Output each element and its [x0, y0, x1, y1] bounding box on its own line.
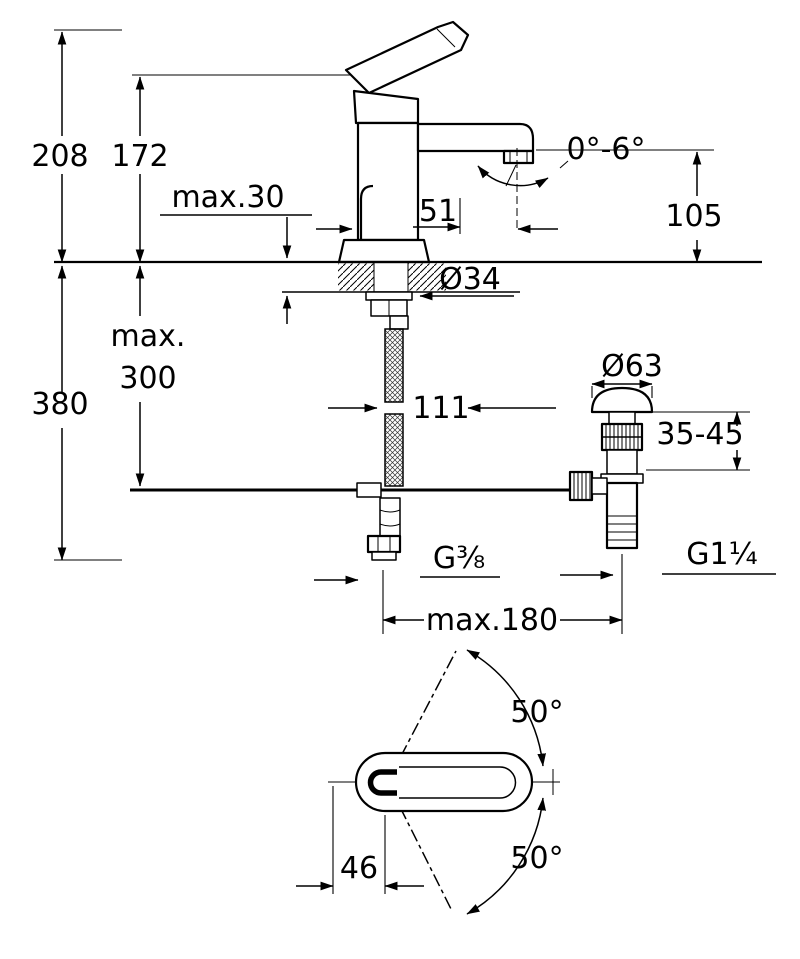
dim-35-45: 35-45	[646, 411, 750, 471]
dim-105-label: 105	[665, 199, 722, 234]
dim-51-label: 51	[419, 194, 457, 229]
supply-fitting-lines	[377, 536, 391, 552]
swivel-arc-upper	[466, 649, 546, 767]
waste-stem	[608, 411, 636, 425]
washer	[365, 291, 413, 301]
dim-111-label: 111	[412, 391, 469, 426]
dim-50-upper-label: 50°	[510, 695, 563, 730]
dim-swivel-angles: 50° 50°	[510, 695, 563, 876]
supply-hose	[366, 328, 404, 561]
dim-380: 380	[31, 265, 122, 561]
dim-hole-diameter: Ø34	[419, 262, 514, 301]
dim-172: 172	[111, 74, 350, 263]
dim-supply-thread: G³⁄₈	[314, 541, 500, 585]
pull-rod	[359, 184, 374, 240]
dim-max300: max. 300	[111, 265, 186, 487]
aerator-lines	[509, 151, 528, 163]
faucet-base	[337, 238, 431, 264]
swivel-arc-lower	[466, 797, 546, 915]
dim-d63-label: Ø63	[601, 349, 663, 384]
shank-fitting	[389, 315, 409, 330]
hose-flex-lines	[379, 509, 401, 527]
dim-g38-label: G³⁄₈	[433, 541, 485, 576]
supply-fitting-end	[371, 551, 397, 561]
dim-max300-value: 300	[119, 361, 176, 396]
hose-upper	[384, 328, 404, 403]
dim-d63-exts	[591, 386, 653, 398]
hose-end-segment	[379, 497, 401, 537]
water-stream-line	[505, 164, 517, 187]
dim-208-label: 208	[31, 139, 88, 174]
dim-105: 105	[536, 149, 723, 263]
dim-50-lower-label: 50°	[510, 841, 563, 876]
dim-max30-label: max.30	[171, 180, 284, 215]
pop-up-waste	[568, 386, 654, 550]
deck-hatch-right	[408, 263, 446, 291]
lever-cap-line	[436, 28, 456, 48]
dim-d34-label: Ø34	[439, 262, 501, 297]
dim-111: 111	[328, 391, 556, 426]
lever-handle	[344, 20, 470, 95]
dim-max180: max.180	[382, 554, 623, 638]
hose-lower	[384, 413, 404, 487]
dim-208: 208	[31, 29, 122, 263]
faucet-top-view	[328, 649, 560, 915]
dim-max300-word: max.	[111, 319, 186, 354]
lever-pivot	[352, 89, 420, 125]
dim-g114-label: G1¹⁄₄	[686, 537, 757, 572]
spout	[416, 122, 535, 153]
aerator-outlet	[502, 149, 535, 165]
supply-fitting-nut	[366, 534, 402, 554]
dim-380-label: 380	[31, 387, 88, 422]
rod-connector	[356, 482, 382, 498]
waste-thread-lines	[607, 515, 637, 541]
pop-up-rod	[130, 482, 570, 498]
dim-max30: max.30	[160, 180, 353, 324]
hole-edges	[373, 262, 409, 292]
mounting-hardware	[365, 291, 413, 330]
faucet-side-view	[337, 20, 535, 264]
waste-upper-body	[606, 449, 638, 475]
handle-socket	[367, 769, 397, 796]
rod-joint-knurl	[573, 472, 591, 500]
rod-joint-neck	[591, 477, 608, 495]
dim-46: 46	[296, 786, 424, 894]
mounting-deck	[54, 260, 762, 293]
dim-46-label: 46	[340, 851, 378, 886]
swivel-dashed-upper	[388, 650, 457, 780]
dimension-annotations: 208 172 max.30 51 0°-6°	[31, 29, 776, 894]
dim-3545-label: 35-45	[656, 417, 743, 452]
dim-angle-arc	[477, 165, 549, 189]
dim-angle-leader	[559, 160, 569, 169]
dim-51: 51	[413, 148, 558, 234]
dim-max180-label: max.180	[426, 603, 558, 638]
waste-flange-dome	[590, 386, 654, 414]
rod-joint-knob	[568, 470, 594, 502]
deck-hatch-left	[338, 263, 374, 291]
dim-waste-thread: G1¹⁄₄	[560, 537, 776, 580]
dim-172-label: 172	[111, 139, 168, 174]
faucet-body	[356, 121, 420, 242]
base-outline	[354, 751, 534, 813]
swivel-dashed-lower	[388, 784, 453, 912]
dim-waste-diameter: Ø63	[591, 349, 663, 398]
